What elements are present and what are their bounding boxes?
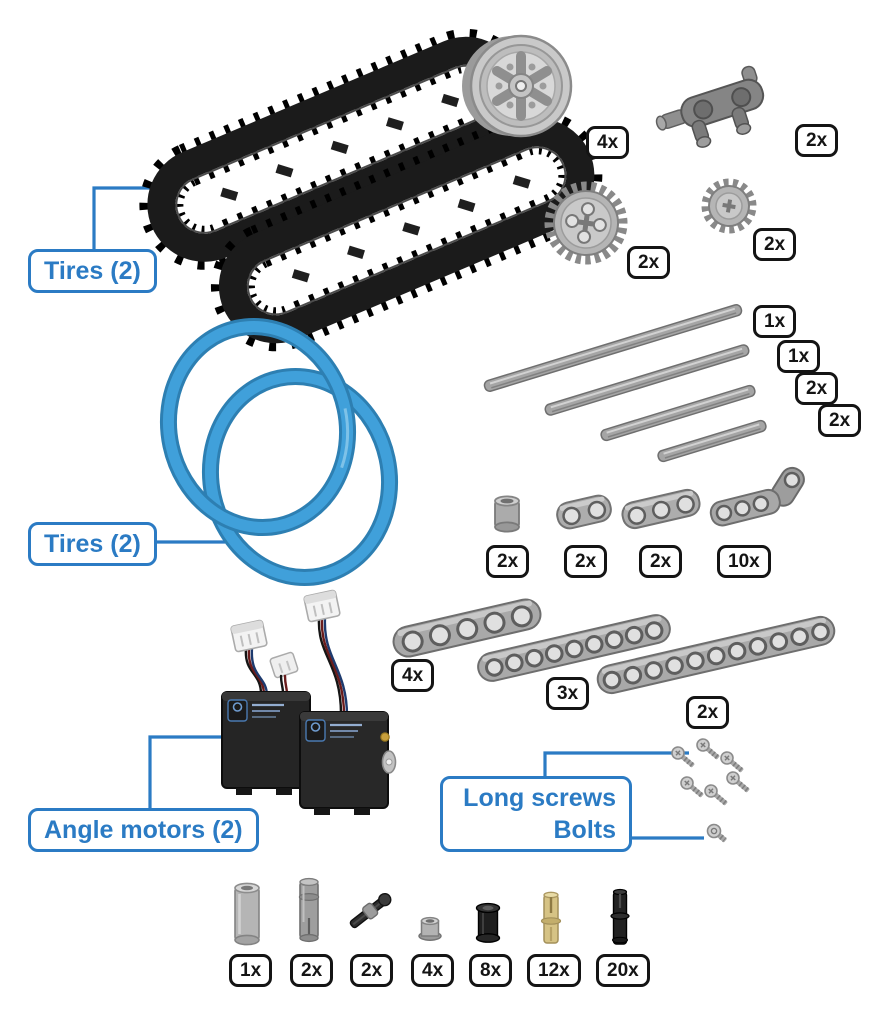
- bolt: [705, 822, 730, 846]
- part-round-tube: [234, 882, 260, 946]
- callout-line-screws: [543, 751, 689, 777]
- count-badge-beam-5: 4x: [391, 659, 435, 692]
- wire-plug-right: [303, 589, 341, 623]
- count-badge-half-bushing: 4x: [411, 954, 455, 987]
- part-axle-long: [544, 344, 750, 416]
- count-badge-black-bushing: 8x: [469, 954, 513, 987]
- part-gear-small: [701, 178, 757, 234]
- count-badge-beam-11: 2x: [686, 696, 730, 729]
- long-screws: [670, 737, 753, 809]
- count-badge-axle-medium: 2x: [795, 372, 839, 405]
- part-axle-longest: [483, 304, 743, 392]
- count-badge-tan-pin: 12x: [527, 954, 581, 987]
- count-badge-gear-large: 2x: [627, 246, 671, 279]
- part-axle-medium: [600, 384, 756, 442]
- count-badge-axle-longest: 1x: [753, 305, 797, 338]
- count-badge-axle-stop: 2x: [350, 954, 394, 987]
- count-badge-round-tube: 1x: [229, 954, 273, 987]
- part-beam-3: [621, 488, 701, 530]
- wire-plug-left: [230, 619, 268, 653]
- part-half-bushing: [418, 916, 442, 941]
- count-badge-axle-short: 2x: [818, 404, 862, 437]
- count-badge-pin-block: 2x: [795, 124, 839, 157]
- count-badge-beam-2: 2x: [564, 545, 608, 578]
- count-badge-axle-long: 1x: [777, 340, 821, 373]
- part-beam-9: [477, 614, 671, 682]
- part-black-bushing: [475, 902, 501, 943]
- part-wheel-hub: [462, 34, 573, 138]
- count-badge-spacer: 2x: [486, 545, 530, 578]
- part-beam-5: [392, 598, 542, 658]
- part-blue-tires: [159, 317, 399, 587]
- callout-screws-line2: Bolts: [553, 816, 617, 844]
- part-pin-connector-block: [655, 65, 765, 148]
- motor-wires-right: [317, 616, 349, 718]
- part-beam-11: [596, 615, 836, 695]
- count-badge-wheel-hub: 4x: [586, 126, 630, 159]
- part-long-pin: [298, 877, 320, 943]
- callout-label-tracks: Tires (2): [28, 249, 157, 293]
- part-angle-beam: [709, 466, 805, 527]
- angle-motor-right: [299, 711, 397, 815]
- part-black-pin: [610, 888, 630, 945]
- part-gear-large: [544, 181, 628, 265]
- count-badge-gear-small: 2x: [753, 228, 797, 261]
- callout-line-motors: [148, 735, 226, 810]
- tread-loop-front: [210, 110, 603, 352]
- callout-label-motors: Angle motors (2): [28, 808, 259, 852]
- callout-screws-line1: Long screws: [463, 784, 616, 812]
- part-axle-with-stop: [349, 892, 392, 929]
- count-badge-beam-angle: 10x: [717, 545, 771, 578]
- count-badge-black-pin: 20x: [596, 954, 650, 987]
- count-badge-beam-9: 3x: [546, 677, 590, 710]
- part-tan-pin: [540, 891, 562, 944]
- part-axle-short: [657, 419, 767, 463]
- part-spacer: [494, 495, 520, 533]
- count-badge-long-pin: 2x: [290, 954, 334, 987]
- wire-plug-small: [269, 651, 299, 679]
- motor-wires-left: [244, 646, 269, 698]
- part-beam-2: [556, 494, 612, 530]
- callout-label-screws: Long screws Bolts: [440, 776, 632, 852]
- angle-motor-left: [221, 691, 311, 795]
- count-badge-beam-3: 2x: [639, 545, 683, 578]
- part-angle-motors: [221, 589, 397, 815]
- callout-label-tires: Tires (2): [28, 522, 157, 566]
